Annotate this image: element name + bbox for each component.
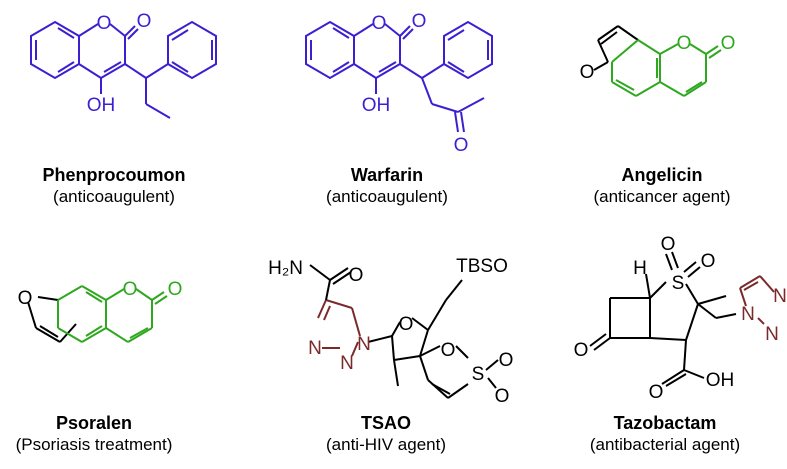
caption-psoralen: Psoralen (Psoriasis treatment) <box>0 413 214 455</box>
tsao-sulfone-oxygen-2: O <box>495 386 510 407</box>
caption-warfarin: Warfarin (anticoaugulent) <box>267 165 507 207</box>
phenprocoumon-structure <box>30 20 217 119</box>
angelicin-coumarin <box>611 39 722 97</box>
compound-description: (anticancer agent) <box>593 187 731 206</box>
tazobactam-hydrogen: H <box>633 258 647 279</box>
compound-name: TSAO <box>360 413 411 433</box>
tazobactam-triazole-n3: N <box>773 286 787 307</box>
angelicin-ring-oxygen: O <box>677 33 692 54</box>
tsao-amide-oxygen: O <box>349 265 364 286</box>
warfarin-ketone-oxygen: O <box>454 135 469 156</box>
tazobactam-sulfone-oxygen-2: O <box>701 251 716 272</box>
tazobactam-structure <box>589 251 737 387</box>
warfarin-ring-oxygen: O <box>372 13 387 34</box>
caption-angelicin: Angelicin (anticancer agent) <box>542 165 782 207</box>
tazobactam-hydroxyl: OH <box>706 370 735 391</box>
caption-phenprocoumon: Phenprocoumon (anticoaugulent) <box>0 165 234 207</box>
tazobactam-ketone-oxygen: O <box>574 340 589 361</box>
angelicin-furan <box>593 25 639 71</box>
warfarin-structure <box>305 20 493 133</box>
tazobactam-acid-oxygen: O <box>649 382 664 403</box>
caption-tazobactam: Tazobactam (antibacterial agent) <box>545 413 785 455</box>
phenprocoumon-ring-oxygen: O <box>97 13 112 34</box>
angelicin-furan-oxygen: O <box>580 62 595 83</box>
compound-name: Warfarin <box>350 165 424 185</box>
tsao-spiro-oxygen: O <box>441 340 456 361</box>
compound-name: Phenprocoumon <box>42 165 186 185</box>
tsao-triazole-n2: N <box>340 353 354 374</box>
tsao-sugar-oxygen: O <box>399 314 414 335</box>
tsao-triazole-n3: N <box>308 338 322 359</box>
phenprocoumon-hydroxyl: OH <box>87 95 116 116</box>
phenprocoumon-carbonyl-oxygen: O <box>137 11 152 32</box>
psoralen-furan-oxygen: O <box>18 288 33 309</box>
tsao-amine: H₂N <box>268 258 303 279</box>
tazobactam-triazole-n2: N <box>765 324 779 345</box>
warfarin-carbonyl-oxygen: O <box>412 11 427 32</box>
tazobactam-triazole <box>739 275 775 325</box>
tazobactam-triazole-n1: N <box>741 304 755 325</box>
tsao-sulfone-oxygen-1: O <box>499 350 514 371</box>
tsao-sulfur: S <box>472 364 485 385</box>
tsao-tbso-group: TBSO <box>456 256 508 277</box>
caption-tsao: TSAO (anti-HIV agent) <box>266 413 506 455</box>
compound-name: Angelicin <box>621 165 703 185</box>
tsao-backbone <box>309 264 499 399</box>
tazobactam-sulfone-oxygen-1: O <box>661 234 676 255</box>
compound-name: Tazobactam <box>613 413 717 433</box>
tazobactam-sulfur: S <box>672 273 685 294</box>
compound-description: (anticoaugulent) <box>326 187 448 206</box>
compound-description: (Psoriasis treatment) <box>15 435 173 454</box>
compound-description: (antibacterial agent) <box>589 435 741 454</box>
psoralen-carbonyl-oxygen: O <box>168 279 183 300</box>
warfarin-hydroxyl: OH <box>362 95 391 116</box>
angelicin-carbonyl-oxygen: O <box>721 33 736 54</box>
tsao-triazole-n1: N <box>357 334 371 355</box>
compound-name: Psoralen <box>55 413 133 433</box>
compound-description: (anticoaugulent) <box>53 187 175 206</box>
psoralen-coumarin <box>57 285 168 343</box>
tsao-triazole <box>317 299 361 357</box>
compound-description: (anti-HIV agent) <box>326 435 446 454</box>
psoralen-ring-oxygen: O <box>123 279 138 300</box>
